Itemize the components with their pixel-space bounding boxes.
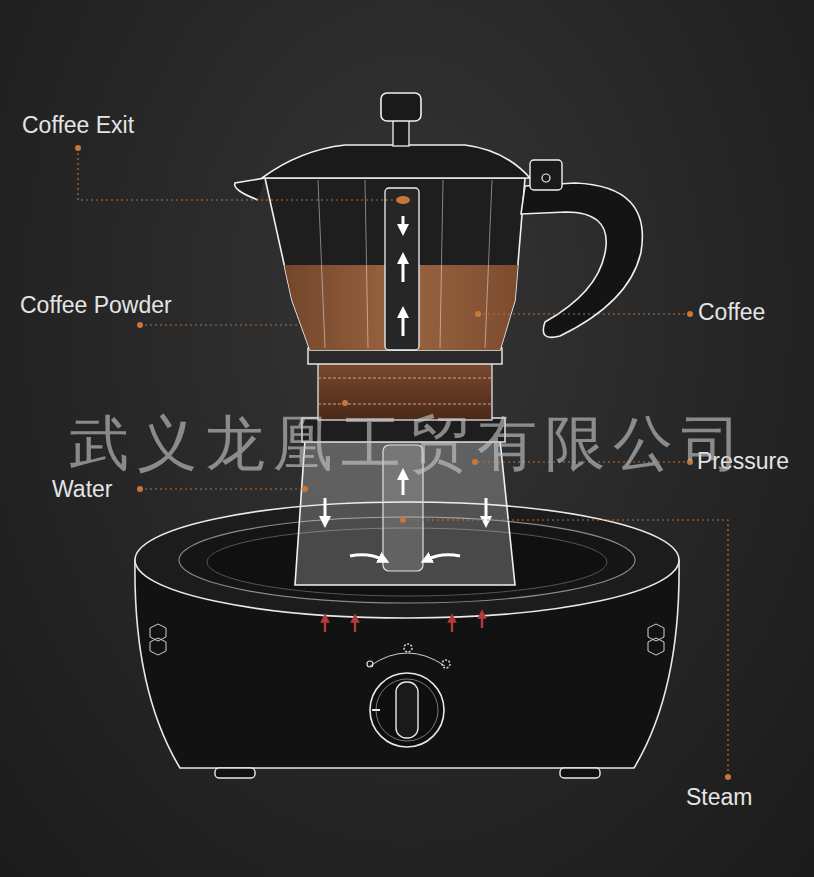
part-label: Coffee Exit — [22, 112, 134, 138]
part-label: Coffee — [698, 299, 765, 325]
part-label: Water — [52, 476, 113, 502]
moka-pot — [235, 93, 643, 585]
part-label: Coffee Powder — [20, 292, 172, 318]
part-label: Steam — [686, 784, 752, 810]
watermark: 武义龙凰工贸有限公司 — [2, 410, 814, 476]
